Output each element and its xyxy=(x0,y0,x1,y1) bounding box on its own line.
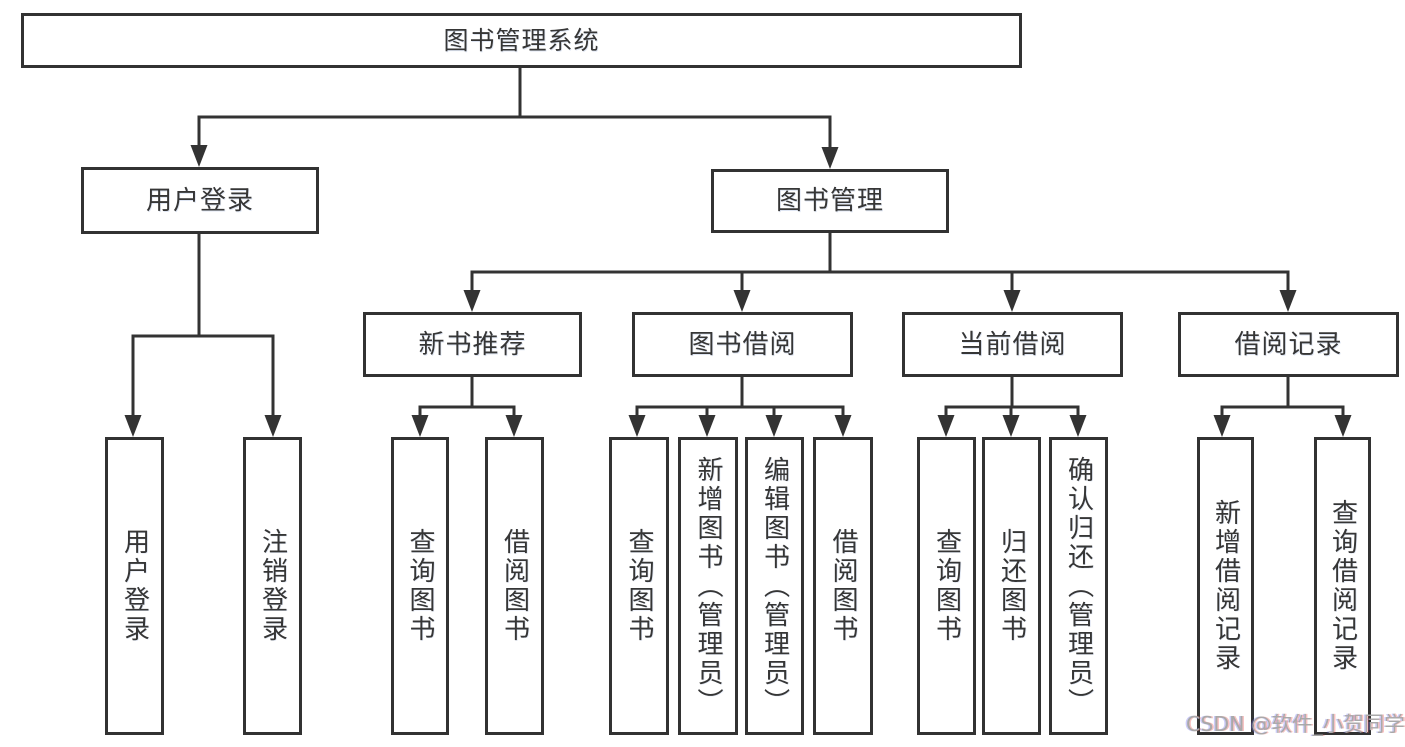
leaf-add-borrow-record-label: 新增借阅记录 xyxy=(1210,499,1241,673)
node-borrowing-records-label: 借阅记录 xyxy=(1234,329,1343,360)
leaf-edit-book-admin-label: 编辑图书（管理员） xyxy=(759,455,790,717)
arrow-down-icon xyxy=(124,415,142,437)
arrow-down-icon xyxy=(1069,415,1087,437)
arrow-down-icon xyxy=(264,415,282,437)
leaf-query-books-3: 查询图书 xyxy=(917,437,976,735)
leaf-query-borrow-record-label: 查询借阅记录 xyxy=(1327,499,1358,673)
csdn-watermark: CSDN @软件_小贺同学 xyxy=(1186,712,1405,736)
leaf-borrow-books-1-label: 借阅图书 xyxy=(499,528,530,644)
node-current-borrowing-label: 当前借阅 xyxy=(958,329,1067,360)
leaf-query-books-2: 查询图书 xyxy=(609,437,669,735)
arrow-down-icon xyxy=(411,415,429,437)
node-book-borrowing-label: 图书借阅 xyxy=(688,329,797,360)
leaf-user-login: 用户登录 xyxy=(105,437,164,735)
node-borrowing-records: 借阅记录 xyxy=(1178,312,1399,377)
node-library-system-label: 图书管理系统 xyxy=(443,26,600,55)
arrow-down-icon xyxy=(190,145,208,167)
node-book-management-label: 图书管理 xyxy=(775,186,884,216)
node-user-login: 用户登录 xyxy=(81,167,319,234)
leaf-borrow-books-1: 借阅图书 xyxy=(485,437,544,735)
leaf-borrow-books-2: 借阅图书 xyxy=(813,437,873,735)
leaf-logout: 注销登录 xyxy=(243,437,302,735)
leaf-return-book: 归还图书 xyxy=(982,437,1041,735)
leaf-edit-book-admin: 编辑图书（管理员） xyxy=(745,437,804,735)
node-book-management: 图书管理 xyxy=(711,169,949,233)
arrow-down-icon xyxy=(1213,415,1231,437)
node-new-book-recommend-label: 新书推荐 xyxy=(418,329,527,360)
leaf-borrow-books-2-label: 借阅图书 xyxy=(828,528,858,644)
arrow-down-icon xyxy=(505,415,523,437)
arrow-down-icon xyxy=(765,415,783,437)
node-library-system: 图书管理系统 xyxy=(21,13,1022,68)
leaf-add-borrow-record: 新增借阅记录 xyxy=(1197,437,1254,735)
arrowheads xyxy=(124,145,1352,437)
leaf-logout-label: 注销登录 xyxy=(257,528,288,644)
arrow-down-icon xyxy=(628,415,646,437)
leaf-return-book-label: 归还图书 xyxy=(996,528,1027,644)
arrow-down-icon xyxy=(834,415,852,437)
leaf-confirm-return-admin-label: 确认归还（管理员） xyxy=(1063,455,1094,717)
arrow-down-icon xyxy=(1002,415,1020,437)
arrow-down-icon xyxy=(733,290,751,312)
leaf-query-books-2-label: 查询图书 xyxy=(624,528,654,644)
leaf-query-borrow-record: 查询借阅记录 xyxy=(1314,437,1371,735)
arrow-down-icon xyxy=(698,415,716,437)
leaf-user-login-label: 用户登录 xyxy=(119,528,150,644)
node-current-borrowing: 当前借阅 xyxy=(902,312,1123,377)
arrow-down-icon xyxy=(821,147,839,169)
leaf-add-book-admin: 新增图书（管理员） xyxy=(678,437,738,735)
node-book-borrowing: 图书借阅 xyxy=(632,312,853,377)
arrow-down-icon xyxy=(937,415,955,437)
node-user-login-label: 用户登录 xyxy=(145,185,254,216)
arrow-down-icon xyxy=(1279,290,1297,312)
leaf-query-books-1-label: 查询图书 xyxy=(405,528,435,644)
leaf-confirm-return-admin: 确认归还（管理员） xyxy=(1049,437,1108,735)
arrow-down-icon xyxy=(1334,415,1352,437)
arrow-down-icon xyxy=(463,290,481,312)
leaf-query-books-3-label: 查询图书 xyxy=(931,528,962,644)
arrow-down-icon xyxy=(1003,290,1021,312)
node-new-book-recommend: 新书推荐 xyxy=(363,312,582,377)
leaf-query-books-1: 查询图书 xyxy=(391,437,449,735)
leaf-add-book-admin-label: 新增图书（管理员） xyxy=(693,455,723,717)
